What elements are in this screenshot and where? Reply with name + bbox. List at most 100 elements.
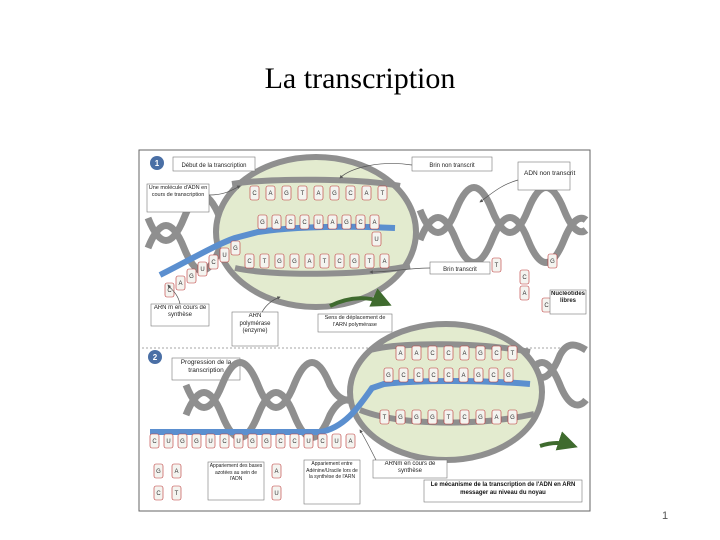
nucleotide-a: A bbox=[361, 185, 372, 201]
svg-text:A: A bbox=[268, 191, 272, 197]
label-arnm-synthese-1: ARN m en cours de synthèse bbox=[153, 305, 207, 318]
svg-text:C: C bbox=[278, 439, 283, 445]
nucleotide-c: C bbox=[275, 433, 286, 449]
nucleotide-c: C bbox=[299, 214, 310, 230]
nucleotide-g: G bbox=[177, 433, 188, 449]
nucleotide-g: G bbox=[186, 268, 197, 284]
nucleotide-a: A bbox=[458, 367, 469, 383]
svg-text:A: A bbox=[462, 351, 466, 357]
nucleotide-g: G bbox=[383, 367, 394, 383]
svg-text:G: G bbox=[233, 246, 238, 252]
svg-text:U: U bbox=[334, 439, 338, 445]
nucleotide-a: A bbox=[327, 214, 338, 230]
nucleotide-g: G bbox=[247, 433, 258, 449]
svg-text:T: T bbox=[301, 191, 305, 197]
svg-text:T: T bbox=[447, 415, 451, 421]
svg-text:G: G bbox=[476, 373, 481, 379]
svg-text:C: C bbox=[358, 220, 363, 226]
svg-text:C: C bbox=[416, 373, 421, 379]
svg-text:G: G bbox=[194, 439, 199, 445]
pair-base-g: G bbox=[153, 463, 164, 479]
svg-text:G: G bbox=[332, 191, 337, 197]
pair-base-c: C bbox=[153, 485, 164, 501]
nucleotide-c: C bbox=[488, 367, 499, 383]
svg-text:T: T bbox=[368, 259, 372, 265]
svg-text:A: A bbox=[178, 281, 182, 287]
nucleotide-a: A bbox=[459, 345, 470, 361]
rna-strand-2 bbox=[150, 378, 531, 435]
pair-base-a: A bbox=[271, 463, 282, 479]
svg-text:G: G bbox=[156, 469, 161, 475]
nucleotide-g: G bbox=[257, 214, 268, 230]
svg-text:A: A bbox=[522, 291, 526, 297]
svg-text:U: U bbox=[208, 439, 212, 445]
svg-text:A: A bbox=[307, 259, 311, 265]
nucleotide-c: C bbox=[285, 214, 296, 230]
nucleotide-t: T bbox=[379, 409, 390, 425]
nucleotide-c: C bbox=[149, 433, 160, 449]
nucleotide-a: A bbox=[304, 253, 315, 269]
nucleotide-g: G bbox=[411, 409, 422, 425]
nucleotide-t: T bbox=[443, 409, 454, 425]
nucleotide-c: C bbox=[219, 433, 230, 449]
svg-text:C: C bbox=[222, 439, 227, 445]
svg-text:C: C bbox=[252, 191, 257, 197]
svg-text:A: A bbox=[364, 191, 368, 197]
svg-text:G: G bbox=[260, 220, 265, 226]
nucleotide-a: A bbox=[345, 433, 356, 449]
free-nucleotide-t: T bbox=[491, 257, 502, 273]
nucleotide-c: C bbox=[427, 345, 438, 361]
nucleotide-a: A bbox=[271, 214, 282, 230]
nucleotide-u: U bbox=[313, 214, 324, 230]
nucleotide-u: U bbox=[219, 247, 230, 263]
svg-text:U: U bbox=[236, 439, 240, 445]
nucleotide-c: C bbox=[428, 367, 439, 383]
label-appariement-synthese: Appariement entre Adénine/Uracile lors d… bbox=[306, 461, 358, 480]
label-brin-transcrit: Brin transcrit bbox=[443, 267, 477, 273]
label-debut: Début de la transcription bbox=[181, 163, 246, 169]
svg-text:C: C bbox=[401, 373, 406, 379]
svg-text:2: 2 bbox=[153, 353, 158, 362]
nucleotide-a: A bbox=[369, 214, 380, 230]
nucleotide-a: A bbox=[411, 345, 422, 361]
svg-text:T: T bbox=[175, 491, 179, 497]
figure-caption: Le mécanisme de la transcription de l'AD… bbox=[430, 482, 576, 496]
svg-text:G: G bbox=[284, 191, 289, 197]
label-molecule-adn: Une molécule d'ADN en cours de transcrip… bbox=[148, 185, 208, 198]
svg-text:A: A bbox=[414, 351, 418, 357]
nucleotide-a: A bbox=[491, 409, 502, 425]
dna-helix-right-1 bbox=[416, 184, 589, 266]
svg-text:U: U bbox=[374, 237, 378, 243]
rna-strand-1 bbox=[158, 223, 396, 278]
nucleotide-a: A bbox=[379, 253, 390, 269]
nucleotide-u: U bbox=[303, 433, 314, 449]
page-number: 1 bbox=[662, 510, 669, 522]
nucleotide-c: C bbox=[443, 367, 454, 383]
svg-text:G: G bbox=[277, 259, 282, 265]
svg-text:A: A bbox=[348, 439, 352, 445]
nucleotide-c: C bbox=[244, 253, 255, 269]
nucleotide-t: T bbox=[377, 185, 388, 201]
svg-text:A: A bbox=[274, 469, 278, 475]
nucleotide-g: G bbox=[341, 214, 352, 230]
nucleotide-u: U bbox=[197, 261, 208, 277]
label-appariement-adn: Appariement des bases azotées au sein de… bbox=[209, 463, 263, 482]
svg-text:C: C bbox=[491, 373, 496, 379]
nucleotide-u: U bbox=[233, 433, 244, 449]
nucleotide-c: C bbox=[164, 282, 175, 298]
dna-helix-left-2 bbox=[182, 359, 365, 441]
nucleotide-u: U bbox=[331, 433, 342, 449]
nucleotide-c: C bbox=[398, 367, 409, 383]
nucleotide-a: A bbox=[175, 275, 186, 291]
nucleotide-g: G bbox=[281, 185, 292, 201]
svg-text:T: T bbox=[511, 351, 515, 357]
nucleotide-g: G bbox=[475, 409, 486, 425]
nucleotide-g: G bbox=[274, 253, 285, 269]
svg-text:C: C bbox=[348, 191, 353, 197]
svg-text:G: G bbox=[180, 439, 185, 445]
svg-text:T: T bbox=[323, 259, 327, 265]
svg-text:U: U bbox=[274, 491, 278, 497]
